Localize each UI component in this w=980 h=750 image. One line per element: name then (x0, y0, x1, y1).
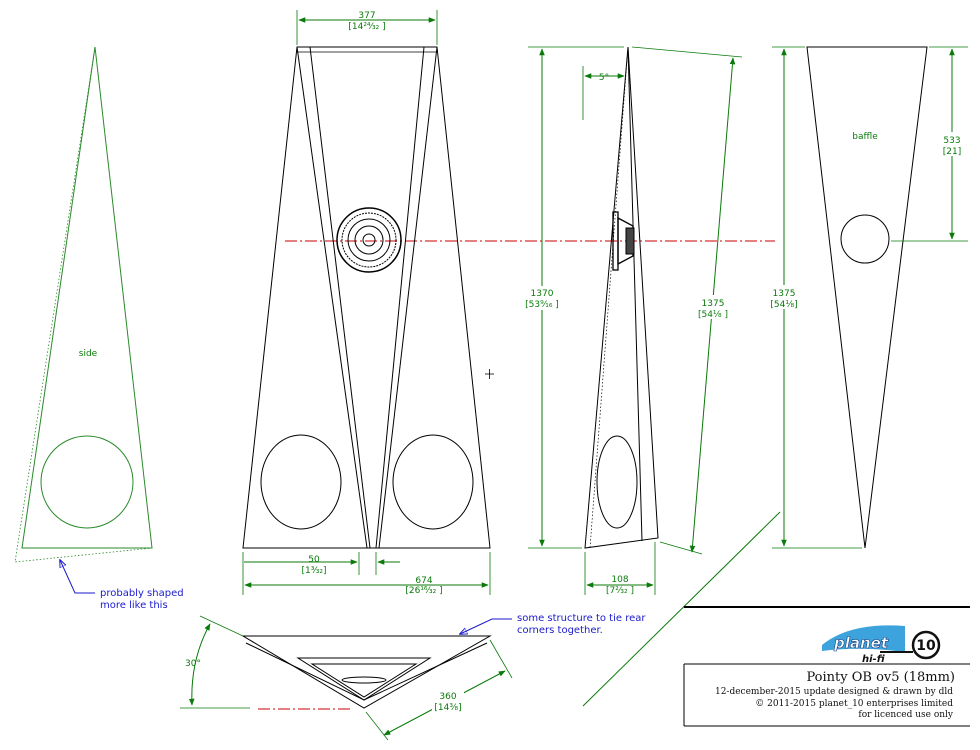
logo-number: 10 (916, 638, 936, 654)
profile-driver (612, 211, 635, 271)
dim-angle-side: 5° (599, 73, 609, 83)
profile-driver-magnet (625, 227, 635, 255)
logo-swoosh (822, 625, 905, 652)
drawing-licence-line: for licenced use only (858, 710, 954, 720)
front-view: 377 [14²⁴⁄₃₂ ] 50 [1³⁄₃₂] 674 [26¹⁶⁄₃₂ ] (242, 10, 494, 596)
note-structure-line1: some structure to tie rear (517, 613, 646, 624)
profile-baffle-inner (627, 46, 643, 542)
dim-slant-ext-bot (659, 541, 703, 555)
dim-plan-side-ext1 (489, 639, 513, 679)
dim-offset-label-bg (940, 132, 964, 156)
profile-dotted-guide (589, 46, 629, 549)
title-block: planet 10 hi-fi Pointy OB ov5 (18mm) 12-… (683, 606, 970, 727)
dim-base-width: 674 (415, 576, 432, 586)
dim-baffle-length-in: [54¹⁄₈] (770, 300, 797, 310)
front-right-board-edge (378, 46, 438, 549)
logo-ring (911, 630, 941, 660)
dim-gap: 50 (308, 555, 320, 565)
front-outline (242, 46, 491, 549)
planet10-logo: planet 10 hi-fi (822, 625, 941, 665)
dim-slant-label-bg (697, 295, 731, 319)
note-structure-line2: corners together. (517, 625, 603, 636)
logo-word: planet (833, 634, 889, 652)
profile-outline (584, 46, 659, 549)
front-right-woofer (392, 434, 474, 530)
dim-slant-length: 1375 (702, 299, 725, 309)
dim-depth: 108 (611, 575, 628, 585)
dim-driver-offset: 533 (943, 136, 960, 146)
plan-baffle-inner (310, 663, 418, 698)
dim-base-width-in: [26¹⁶⁄₃₂ ] (405, 586, 442, 596)
side-panel-outline (21, 46, 153, 549)
driver-cone (347, 218, 391, 262)
dim-top-width-in: [14²⁴⁄₃₂ ] (348, 22, 385, 32)
front-driver (336, 207, 402, 273)
dim-top-width: 377 (358, 11, 375, 21)
note-shaped-line2: more like this (100, 600, 168, 611)
driver-cone-inner (354, 225, 384, 255)
driver-dustcap (362, 233, 376, 247)
side-label: side (79, 349, 98, 359)
baffle-driver-cutout (840, 214, 890, 264)
front-right-board-inner (375, 46, 425, 549)
profile-driver-basket (617, 216, 634, 266)
front-left-board-edge (296, 46, 368, 549)
driver-frame (336, 207, 402, 273)
dim-slant-length-in: [54¹⁄₈ ] (698, 310, 728, 320)
dim-slant-ext-top (631, 46, 743, 58)
dim-driver-offset-in: [21] (943, 147, 961, 157)
side-view: side probably shaped more like this (14, 46, 184, 611)
dim-plan-angle-ext2 (199, 615, 244, 637)
side-shaped-alternative (14, 46, 153, 563)
diagonal-reference-line (582, 511, 781, 707)
dim-plan-side-in: [14³⁄₈] (434, 703, 461, 713)
note-shaped-line1: probably shaped (100, 588, 184, 599)
dim-height-front: 1370 (531, 289, 554, 299)
baffle-outline (806, 46, 928, 549)
dim-plan-side: 360 (439, 692, 456, 702)
dim-height-front-in: [53⁹⁄₁₆ ] (525, 300, 559, 310)
note-arrow-shaped (60, 560, 95, 594)
profile-woofer (596, 435, 638, 529)
baffle-label: baffle (852, 132, 878, 142)
driver-surround (341, 212, 397, 268)
dim-baffle-label-bg (768, 285, 802, 309)
dim-height-label-bg (526, 286, 558, 310)
profile-view: 5° 1370 [53⁹⁄₁₆ ] 108 [7²⁄₃₂ ] 1375 [54¹… (525, 46, 743, 596)
plan-view: 30° 360 [14³⁄₈] some structure to tie re… (180, 613, 646, 741)
dim-baffle-length: 1375 (773, 289, 796, 299)
dim-plan-angle-arc (188, 623, 211, 706)
drawing-date-line: 12-december-2015 update designed & drawn… (715, 687, 953, 697)
front-left-board-inner (309, 46, 371, 549)
dim-gap-in: [1³⁄₃₂] (301, 566, 326, 576)
drawing-title: Pointy OB ov5 (18mm) (806, 670, 955, 685)
logo-sub: hi-fi (862, 654, 885, 665)
note-arrow-structure (460, 618, 512, 634)
dim-plan-angle: 30° (185, 659, 201, 669)
drawing-copyright-line: © 2011-2015 planet_10 enterprises limite… (755, 699, 953, 709)
dim-plan-side-label-bg (432, 688, 464, 712)
baffle-view: baffle 1375 [54¹⁄₈] 533 [21] (768, 46, 968, 549)
side-woofer-circle (40, 435, 134, 529)
front-left-woofer (260, 434, 342, 530)
plan-driver (341, 676, 387, 684)
dim-plan-side-ext2 (365, 711, 389, 741)
dim-depth-in: [7²⁄₃₂ ] (606, 586, 634, 596)
